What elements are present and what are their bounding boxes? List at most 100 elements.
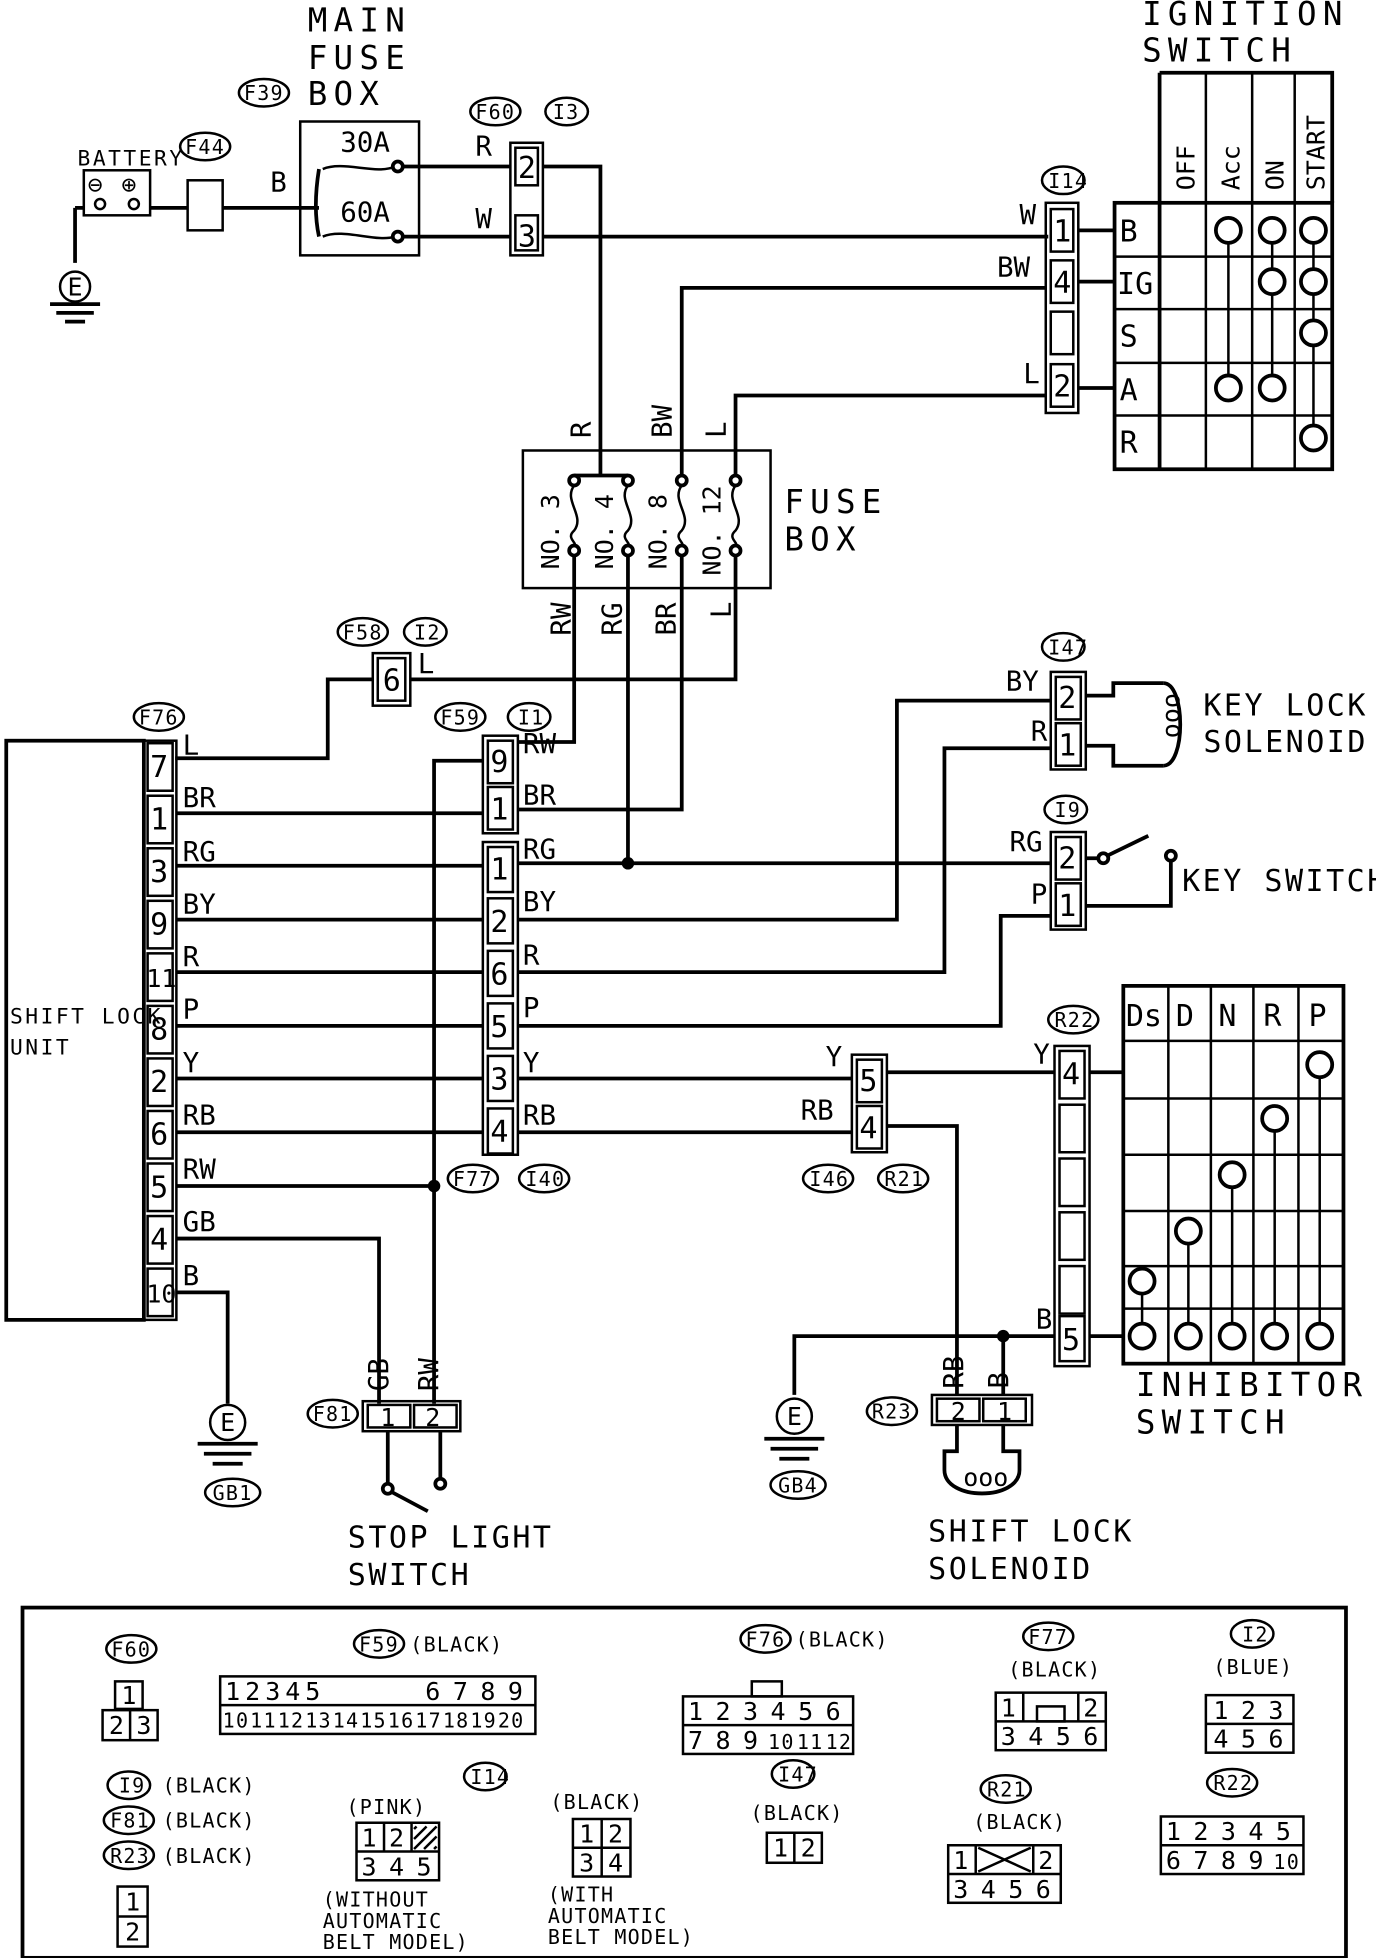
- svg-text:B: B: [1036, 1304, 1053, 1336]
- svg-text:(BLACK): (BLACK): [163, 1774, 256, 1798]
- ground-gb1-tag: [203, 1477, 262, 1508]
- svg-text:9: 9: [1248, 1846, 1263, 1875]
- inhibitor-switch-table: Ds D N R P: [1121, 984, 1346, 1366]
- svg-text:P: P: [1308, 999, 1326, 1034]
- key-switch-label: KEY SWITCH: [1182, 864, 1376, 899]
- svg-text:S: S: [1120, 320, 1138, 355]
- svg-text:B: B: [270, 167, 287, 199]
- svg-text:F44: F44: [185, 135, 225, 159]
- svg-text:2: 2: [716, 1697, 731, 1726]
- svg-text:3: 3: [953, 1875, 968, 1904]
- svg-text:R23: R23: [872, 1400, 912, 1424]
- svg-text:IG: IG: [1117, 267, 1153, 302]
- shift-lock-unit-label-2: UNIT: [10, 1036, 71, 1061]
- svg-text:W: W: [1019, 199, 1036, 231]
- svg-text:4: 4: [981, 1875, 996, 1904]
- svg-text:NO. 12: NO. 12: [698, 485, 727, 575]
- svg-text:15: 15: [360, 1709, 387, 1733]
- svg-text:B: B: [983, 1372, 1015, 1389]
- svg-text:2: 2: [1038, 1846, 1053, 1875]
- svg-text:14: 14: [333, 1709, 360, 1733]
- shift-lock-solenoid-label-1: SHIFT LOCK: [928, 1514, 1134, 1549]
- svg-text:R: R: [475, 130, 492, 162]
- svg-text:RW: RW: [183, 1154, 217, 1186]
- svg-text:I1: I1: [518, 705, 545, 729]
- stop-light-switch-label-2: SWITCH: [348, 1558, 471, 1593]
- svg-text:R: R: [565, 421, 597, 438]
- svg-text:E: E: [220, 1408, 235, 1437]
- svg-text:L: L: [183, 729, 200, 761]
- wire-l-to-fuse-no12: [733, 393, 1046, 476]
- svg-text:GB1: GB1: [213, 1481, 253, 1505]
- svg-text:2: 2: [245, 1677, 260, 1706]
- svg-text:ooo: ooo: [1157, 693, 1186, 738]
- connector-f60-tag: [469, 96, 522, 127]
- connector-i9-tag: [1043, 794, 1089, 825]
- svg-text:BELT MODEL): BELT MODEL): [548, 1925, 694, 1949]
- svg-text:A: A: [1120, 373, 1138, 408]
- connector-i47: [1049, 670, 1088, 771]
- svg-text:4: 4: [490, 1115, 508, 1150]
- svg-text:1: 1: [490, 793, 508, 828]
- svg-text:16: 16: [388, 1709, 415, 1733]
- svg-text:3: 3: [1001, 1722, 1016, 1751]
- svg-text:6: 6: [150, 1118, 168, 1153]
- svg-text:R: R: [1120, 426, 1139, 461]
- svg-text:2: 2: [1058, 681, 1076, 716]
- connector-r22: [1053, 1044, 1091, 1368]
- svg-text:RB: RB: [801, 1095, 834, 1127]
- svg-text:5: 5: [1062, 1323, 1080, 1358]
- battery-label: BATTERY: [78, 146, 185, 171]
- svg-text:6: 6: [425, 1677, 440, 1706]
- svg-text:11: 11: [146, 964, 176, 993]
- wire-gb-stop-light: [176, 1236, 381, 1404]
- svg-text:OFF: OFF: [1172, 145, 1201, 190]
- main-fuse-box-title-2: FUSE: [308, 39, 411, 77]
- svg-text:L: L: [701, 421, 733, 438]
- svg-text:F59: F59: [359, 1632, 399, 1656]
- ground-gb4-symbol: [775, 1397, 814, 1435]
- svg-text:R23: R23: [110, 1844, 150, 1868]
- svg-text:RW: RW: [413, 1358, 445, 1392]
- svg-text:3: 3: [1221, 1817, 1236, 1846]
- svg-text:6: 6: [826, 1697, 841, 1726]
- svg-text:1: 1: [121, 1681, 136, 1710]
- svg-text:RB: RB: [523, 1100, 556, 1132]
- shift-lock-solenoid-label-2: SOLENOID: [928, 1552, 1093, 1587]
- svg-text:4: 4: [150, 1223, 168, 1258]
- svg-text:8: 8: [480, 1677, 495, 1706]
- svg-text:2: 2: [425, 1403, 440, 1432]
- svg-text:6: 6: [1166, 1846, 1181, 1875]
- svg-text:P: P: [183, 993, 200, 1025]
- svg-text:11: 11: [797, 1730, 824, 1754]
- svg-text:19: 19: [470, 1709, 497, 1733]
- svg-text:START: START: [1302, 115, 1331, 190]
- svg-text:BELT MODEL): BELT MODEL): [323, 1930, 469, 1954]
- connector-f60-i3: [509, 141, 545, 257]
- svg-text:2: 2: [801, 1834, 816, 1863]
- svg-text:7: 7: [453, 1677, 468, 1706]
- svg-text:GB: GB: [363, 1358, 395, 1391]
- connector-r22-tag: [1047, 1004, 1100, 1035]
- svg-text:F77: F77: [1028, 1625, 1068, 1649]
- svg-text:9: 9: [490, 745, 508, 780]
- fuse-box-title-1: FUSE: [784, 483, 887, 521]
- svg-text:5: 5: [1056, 1722, 1071, 1751]
- svg-text:NO. 8: NO. 8: [644, 494, 673, 569]
- svg-text:11: 11: [250, 1709, 277, 1733]
- svg-text:3: 3: [743, 1697, 758, 1726]
- connector-i1-tag: [506, 701, 552, 732]
- svg-text:9: 9: [150, 908, 168, 943]
- svg-text:RB: RB: [183, 1100, 216, 1132]
- connector-f44: [178, 131, 232, 162]
- svg-text:2: 2: [951, 1397, 966, 1426]
- svg-text:8: 8: [150, 1013, 168, 1048]
- svg-text:5: 5: [417, 1852, 432, 1881]
- svg-text:4: 4: [859, 1111, 877, 1146]
- svg-text:I2: I2: [1242, 1622, 1269, 1646]
- svg-text:Ds: Ds: [1126, 999, 1162, 1034]
- connector-i14: [1044, 201, 1080, 415]
- svg-text:9: 9: [743, 1726, 758, 1755]
- connector-i40-tag: [517, 1163, 571, 1194]
- battery-ground: [58, 270, 92, 303]
